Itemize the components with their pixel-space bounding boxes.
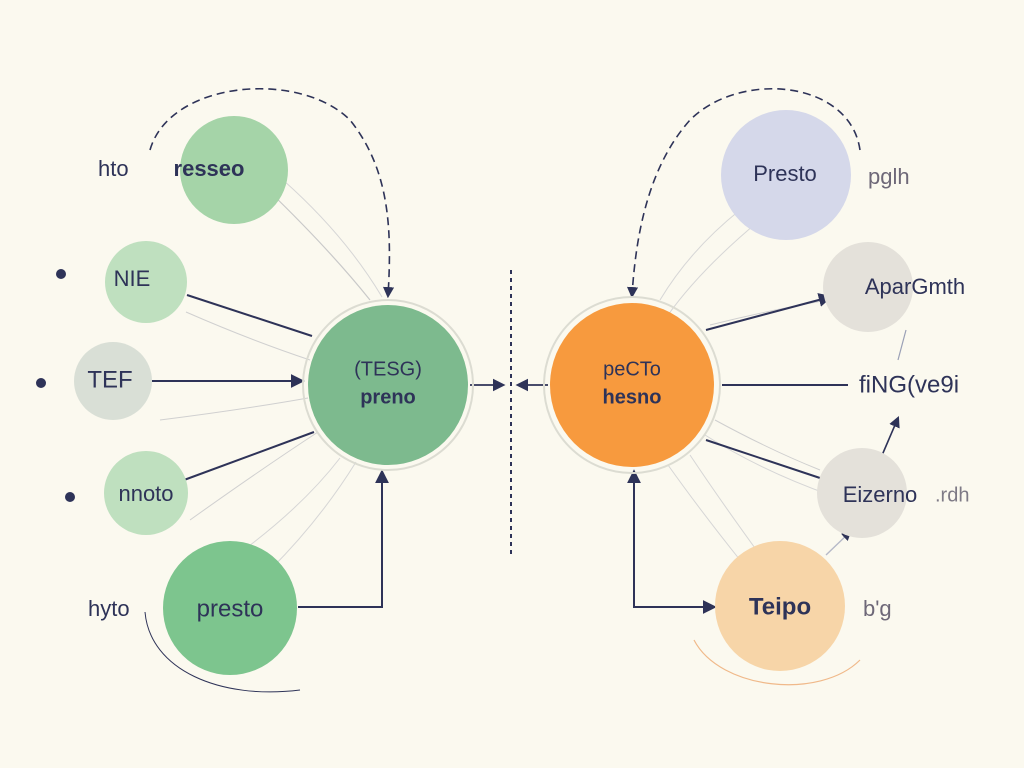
bullet-dot (65, 492, 75, 502)
bullet-dot (56, 269, 66, 279)
node-eizerno[interactable] (817, 448, 907, 538)
right-nodes: peCTo hesno Presto pglh AparGmth fiNG(ve… (543, 110, 969, 671)
right-dashed-arc (626, 88, 861, 299)
right-hub-halo (543, 296, 721, 474)
left-faint-line (267, 189, 371, 301)
left-faint-line (185, 311, 311, 361)
right-connector-eizerno (705, 439, 821, 479)
right-connector-faint (897, 329, 907, 361)
right-connector-teipo-up (825, 530, 852, 556)
left-dashed-arc (149, 87, 395, 299)
bullet-dot (36, 378, 46, 388)
node-resseo-side-label: hto (98, 156, 129, 181)
left-nodes: (TESG) preno resseo hto NIE TEF nnoto pr… (36, 116, 474, 675)
node-fing-label: fiNG(ve9i (859, 371, 959, 398)
node-tef[interactable] (74, 342, 152, 420)
node-nie-label: NIE (114, 266, 151, 291)
node-eizerno-label: Eizerno (843, 482, 918, 507)
node-teipo-label: Teipo (749, 593, 811, 620)
right-connector-teipo (627, 469, 717, 614)
right-hub-node[interactable] (550, 303, 714, 467)
right-connector-up (879, 415, 900, 461)
left-faint-line (189, 431, 319, 521)
left-faint-line (282, 179, 383, 298)
left-connector-nie (186, 294, 313, 337)
node-nnoto-label: nnoto (118, 481, 173, 506)
node-eizerno-side-label: .rdh (935, 484, 969, 506)
node-presto-label: presto (197, 595, 264, 622)
right-faint-line (689, 454, 761, 556)
node-aparg[interactable] (823, 242, 913, 332)
left-connector-nnoto (183, 431, 315, 481)
right-connector-aparg (705, 293, 833, 331)
node-tef-label: TEF (87, 366, 132, 393)
right-hub-line2: hesno (603, 386, 662, 408)
right-faint-line (704, 434, 831, 496)
node-resseo-label: resseo (174, 156, 245, 181)
left-hub-halo (302, 299, 474, 471)
node-presto-right-label: Presto (753, 161, 817, 186)
left-faint-line (159, 397, 309, 421)
node-teipo[interactable] (715, 541, 845, 671)
right-faint-line (659, 209, 741, 301)
left-bottom-arc (144, 611, 301, 693)
right-connectors (626, 88, 907, 686)
left-hub-node[interactable] (308, 305, 468, 465)
node-resseo[interactable] (180, 116, 288, 224)
node-nie[interactable] (105, 241, 187, 323)
right-faint-line (709, 299, 829, 326)
center-divider-group (470, 270, 548, 555)
node-presto[interactable] (163, 541, 297, 675)
left-faint-line (269, 461, 357, 571)
right-faint-line (714, 419, 821, 471)
left-connector-presto (298, 469, 389, 608)
node-teipo-side-label: b'g (863, 596, 892, 621)
right-bottom-arc (693, 639, 861, 686)
node-presto-right[interactable] (721, 110, 851, 240)
left-hub-line1: (TESG) (354, 358, 422, 380)
node-nnoto[interactable] (104, 451, 188, 535)
node-presto-side-label: hyto (88, 596, 130, 621)
right-hub-line1: peCTo (603, 358, 661, 380)
node-aparg-label: AparGmth (865, 274, 965, 299)
left-hub-line2: preno (360, 386, 416, 408)
right-faint-line (667, 219, 761, 316)
node-presto-right-side-label: pglh (868, 164, 910, 189)
